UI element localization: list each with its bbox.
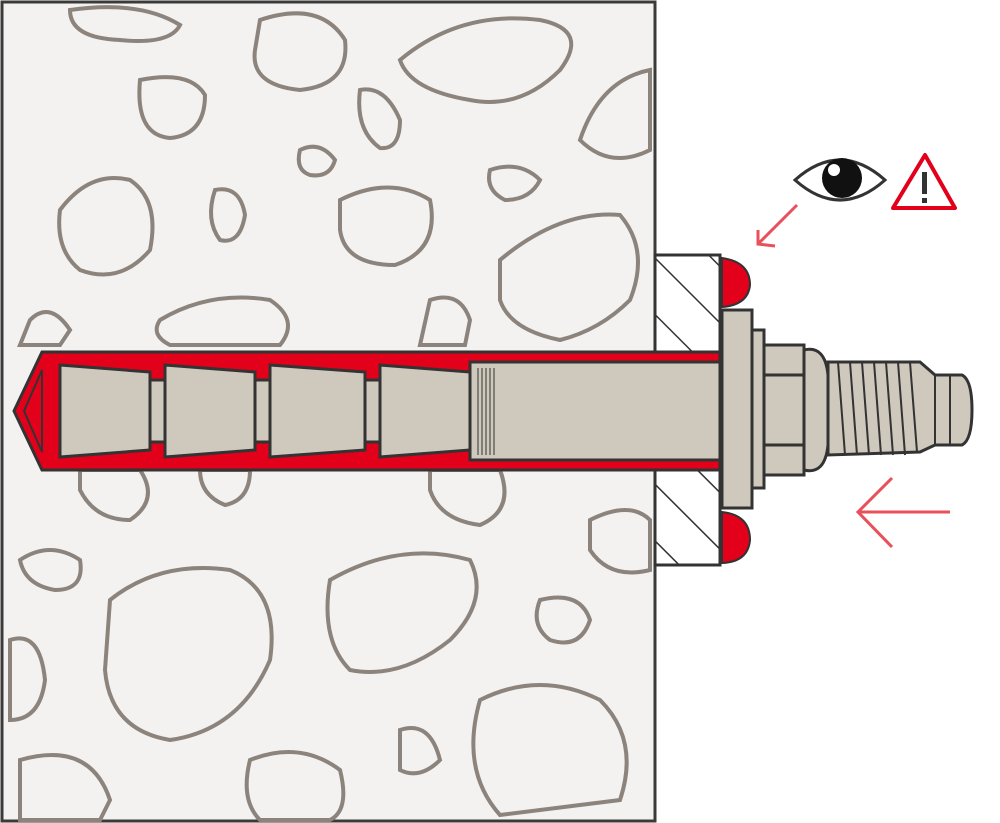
injection-cone xyxy=(22,369,43,453)
hex-nut xyxy=(762,343,833,477)
thread-lines xyxy=(837,361,951,456)
mortar-bead-top xyxy=(721,256,752,309)
eye-icon xyxy=(792,158,888,202)
aggregate-stones xyxy=(8,5,652,822)
mortar-bead-bottom xyxy=(721,510,752,565)
warning-icon xyxy=(891,153,957,210)
washer xyxy=(720,308,754,510)
washer-lip xyxy=(750,328,766,490)
push-direction-arrow-icon xyxy=(855,476,950,549)
inspect-arrow-icon xyxy=(756,203,799,248)
anchor-rod xyxy=(58,360,722,462)
rod-knurl xyxy=(477,368,495,455)
